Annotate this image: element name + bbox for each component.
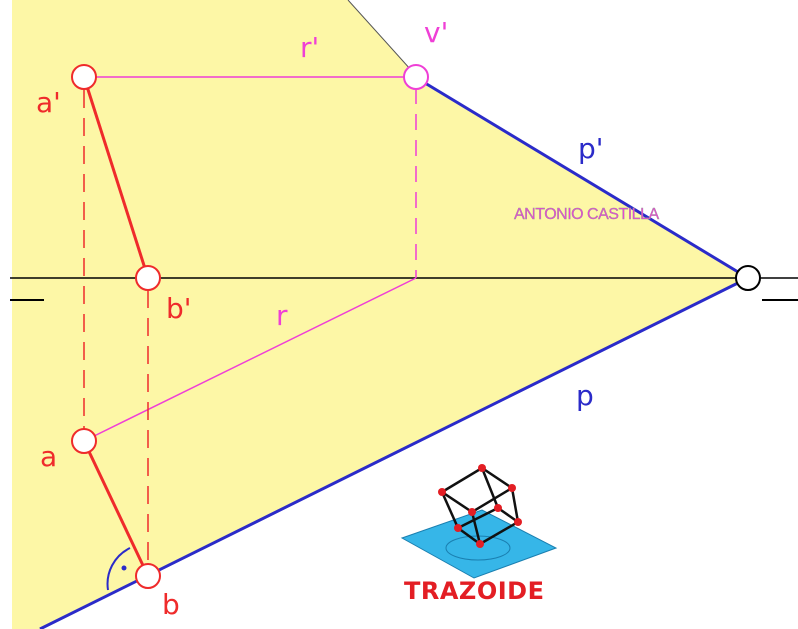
line-r bbox=[83, 277, 417, 442]
point-trace-intersection bbox=[735, 265, 761, 291]
point-a-prime bbox=[71, 64, 97, 90]
trace-p-prime bbox=[419, 78, 749, 280]
label-a-prime: a' bbox=[36, 86, 61, 119]
point-v-prime bbox=[403, 64, 429, 90]
point-b bbox=[135, 563, 161, 589]
logo-text: TRAZOIDE bbox=[404, 577, 544, 605]
label-p: p bbox=[576, 379, 594, 412]
plane-edge-gray bbox=[347, 0, 421, 81]
label-b-prime: b' bbox=[166, 292, 191, 325]
segment-a-prime-b-prime bbox=[82, 76, 150, 279]
point-a bbox=[71, 428, 97, 454]
label-r: r bbox=[276, 299, 288, 332]
cube-on-plane-icon bbox=[400, 464, 558, 579]
point-b-prime bbox=[135, 265, 161, 291]
label-a: a bbox=[40, 440, 57, 473]
right-angle-icon bbox=[106, 547, 131, 591]
author-signature: ANTONIO CASTILLA bbox=[514, 206, 659, 223]
segment-a-b bbox=[82, 440, 150, 577]
label-r-prime: r' bbox=[300, 31, 319, 64]
label-p-prime: p' bbox=[578, 132, 603, 165]
label-b: b bbox=[162, 588, 180, 621]
label-v-prime: v' bbox=[424, 16, 448, 49]
plane-region-upper bbox=[12, 0, 748, 278]
plane-region-lower bbox=[12, 278, 748, 629]
